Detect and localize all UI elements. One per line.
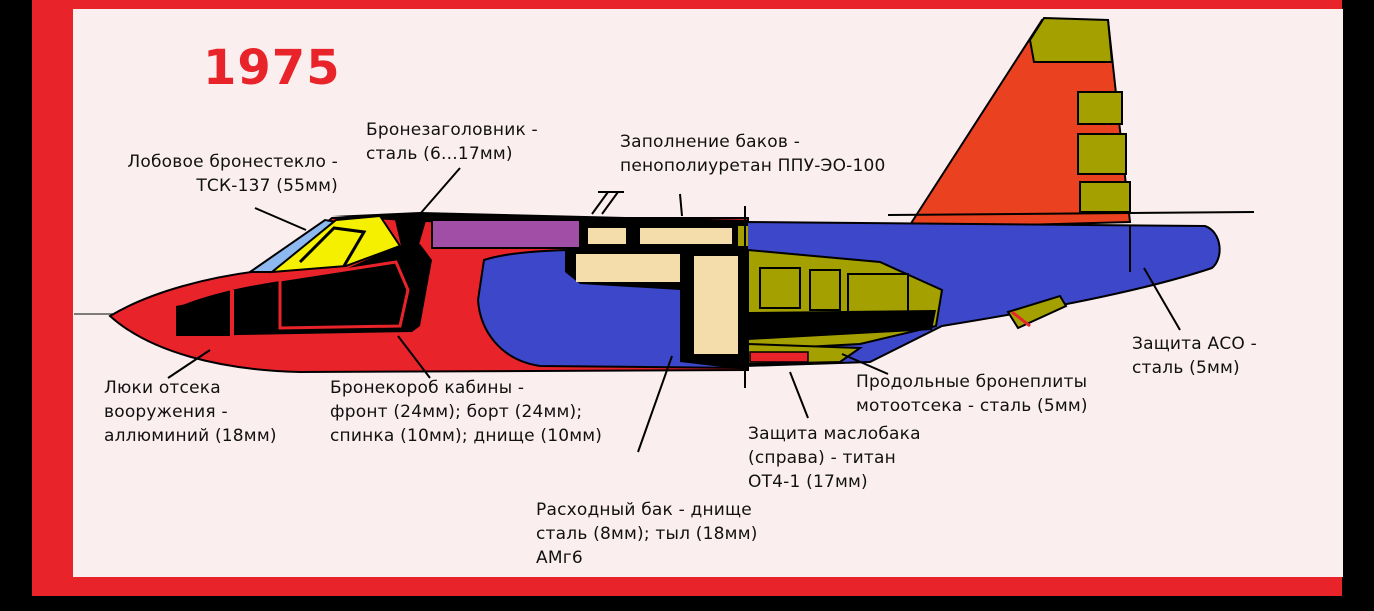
antenna-1 xyxy=(591,191,609,215)
tank-beige-4 xyxy=(694,256,738,354)
label-headrest: Бронезаголовник - сталь (6...17мм) xyxy=(366,120,538,164)
tank-blue-gap xyxy=(738,226,748,246)
label-oil-tank: Защита маслобака (справа) - титан ОТ4-1 … xyxy=(748,424,921,492)
tank-beige-2 xyxy=(640,228,732,244)
engine-panel-1 xyxy=(759,267,801,309)
label-weapon-hatches: Люки отсека вооружения - аллюминий (18мм… xyxy=(104,378,277,446)
rudder-middle xyxy=(1077,133,1127,175)
tank-beige-1 xyxy=(588,228,626,244)
year-title: 1975 xyxy=(203,40,341,96)
headrest-armor xyxy=(395,214,428,250)
purple-tank xyxy=(431,219,581,249)
rudder-lower xyxy=(1079,181,1131,213)
antenna-2 xyxy=(601,191,619,215)
leader-lines xyxy=(167,167,1181,453)
cockpit-inner xyxy=(278,260,410,330)
weapon-hatch xyxy=(176,296,230,336)
engine-panel-3 xyxy=(847,273,909,313)
tail-tip xyxy=(1028,16,1114,63)
stabilizer-line xyxy=(887,211,1255,216)
rudder-upper xyxy=(1077,91,1123,125)
oil-tank-armor xyxy=(749,351,809,363)
label-windshield: Лобовое бронестекло - ТСК-137 (55мм) xyxy=(127,152,338,196)
aso-red xyxy=(1011,310,1031,328)
engine-black xyxy=(748,310,936,340)
label-aso: Защита АСО - сталь (5мм) xyxy=(1132,334,1257,378)
tank-beige-3 xyxy=(576,254,680,282)
label-cockpit-box: Бронекороб кабины - фронт (24мм); борт (… xyxy=(330,378,603,446)
label-tank-fill: Заполнение баков - пенополиуретан ППУ-ЭО… xyxy=(620,132,886,176)
label-supply-tank: Расходный бак - днище сталь (8мм); тыл (… xyxy=(536,500,758,568)
engine-panel-2 xyxy=(809,269,841,311)
canopy-frame xyxy=(298,226,367,267)
label-engine-plates: Продольные бронеплиты мотоотсека - сталь… xyxy=(856,372,1088,416)
